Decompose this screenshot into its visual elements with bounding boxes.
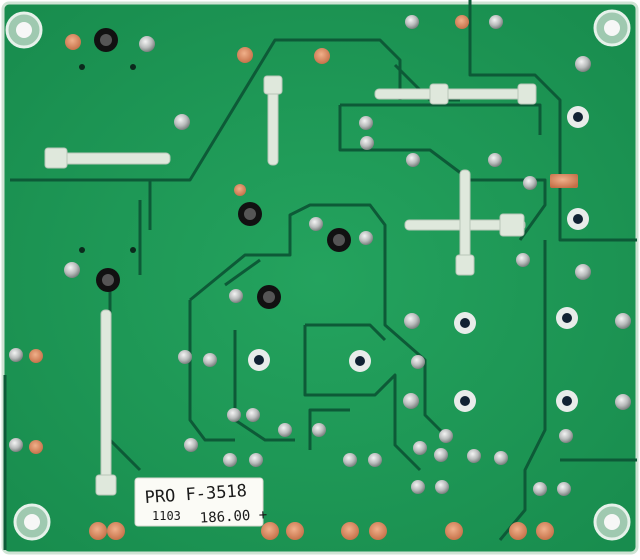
sticker-line2-left: 1103: [152, 509, 181, 523]
mounting-holes: [5, 9, 631, 541]
screw-heads: [94, 28, 351, 309]
solder-joints: [9, 15, 631, 496]
vias: [79, 64, 136, 253]
copper-pads: [29, 15, 578, 540]
sticker-line2-right: 186.00 +: [199, 507, 267, 527]
cable-ties: [44, 75, 537, 496]
sticker-label: PRO F-3518 1103 186.00 +: [134, 477, 268, 527]
eyelet-holes: [248, 106, 589, 412]
